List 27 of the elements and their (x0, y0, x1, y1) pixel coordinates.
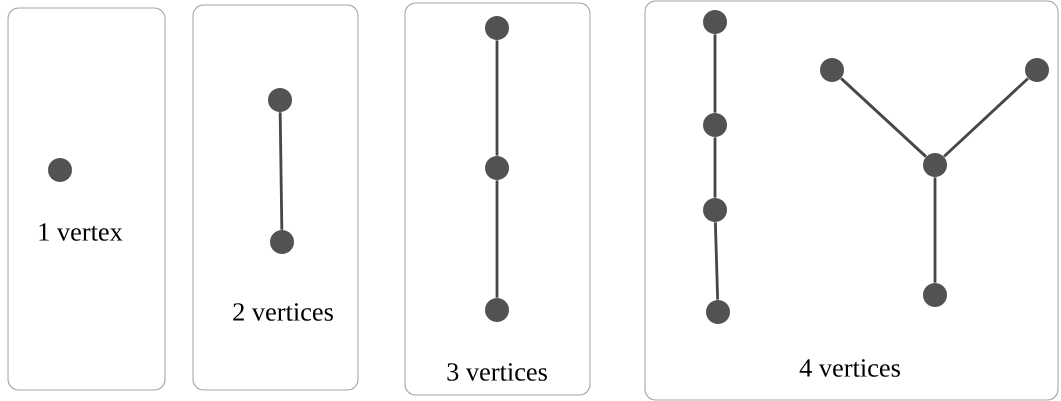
vertex-dot (485, 298, 509, 322)
edge-line (713, 34, 717, 113)
vertex-count-label: 1 vertex (39, 223, 123, 241)
vertex-dot (706, 300, 730, 324)
edge-line (495, 180, 499, 298)
vertex-count-label: 2 vertices (233, 303, 333, 321)
vertex-dot (820, 58, 844, 82)
vertex-dot (1025, 58, 1049, 82)
edge-line (713, 137, 717, 198)
vertex-dot (923, 283, 947, 307)
vertex-dot (485, 16, 509, 40)
vertex-dot (268, 88, 292, 112)
edge-line (495, 40, 499, 156)
edge-line (840, 77, 927, 158)
edge-line (278, 112, 284, 230)
vertex-dot (923, 153, 947, 177)
vertex-count-label: 3 vertices (447, 363, 547, 381)
vertex-dot (703, 113, 727, 137)
edge-line (943, 77, 1029, 158)
vertex-dot (485, 156, 509, 180)
vertex-dot (48, 158, 72, 182)
vertex-dot (703, 198, 727, 222)
vertex-dot (703, 10, 727, 34)
edge-line (713, 222, 720, 300)
vertex-dot (270, 230, 294, 254)
vertex-count-label: 4 vertices (799, 359, 900, 377)
edge-line (933, 177, 937, 283)
